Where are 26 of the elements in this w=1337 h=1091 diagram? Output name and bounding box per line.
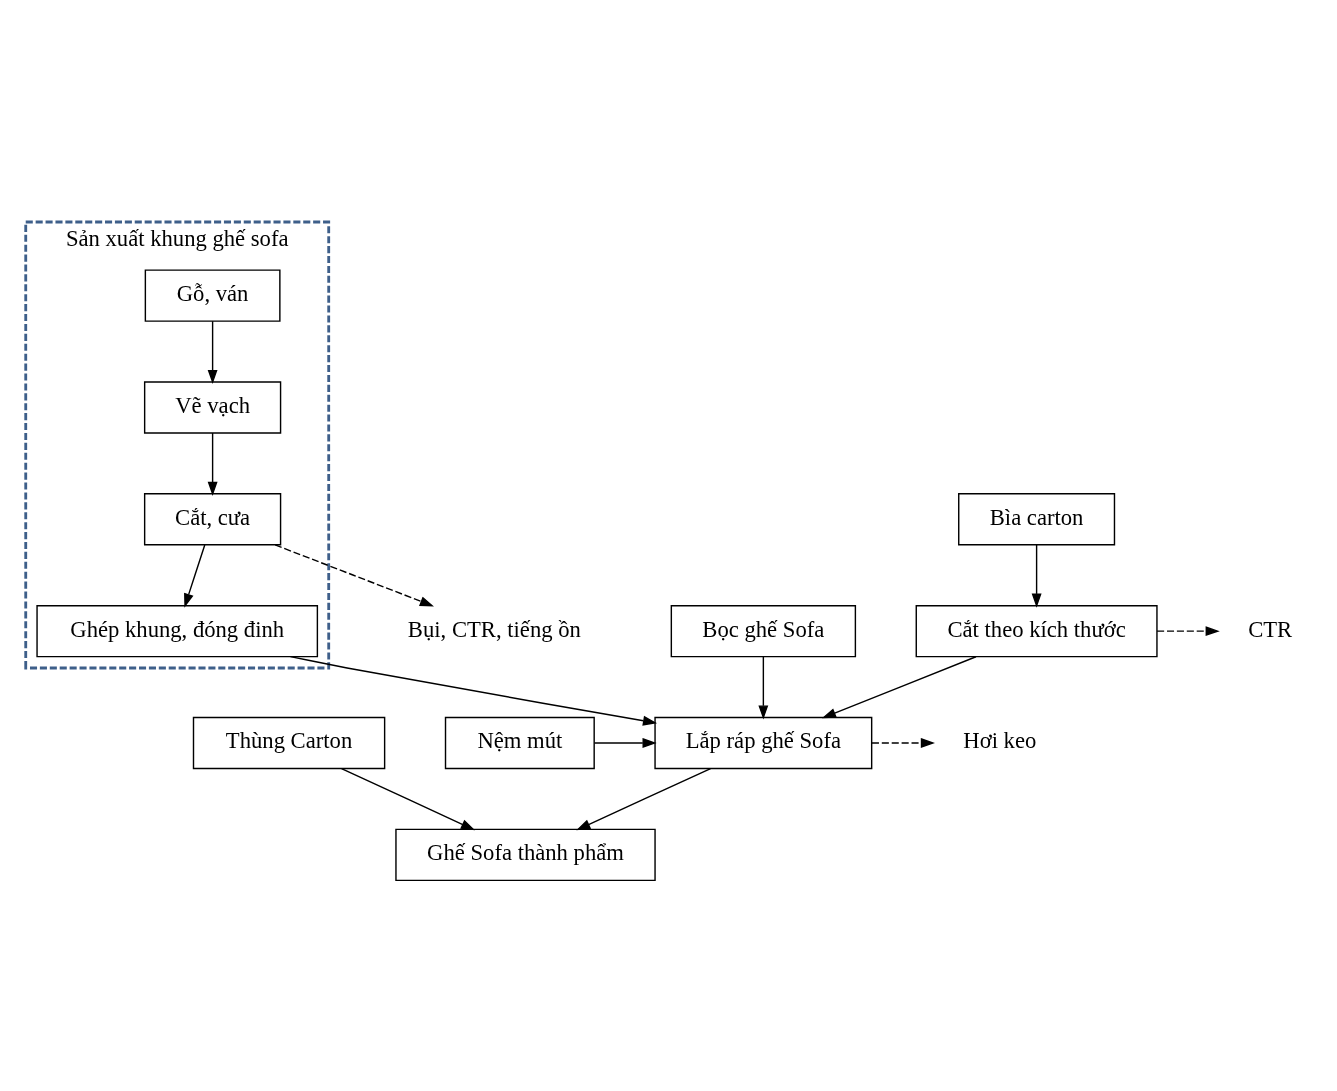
node-box: Ghép khung, đóng đinh: [36, 604, 319, 658]
arrow: [1156, 626, 1220, 637]
arrow: [340, 767, 476, 831]
node-text: Hơi keo: [963, 728, 1037, 754]
node-text: Bụi, CTR, tiếng ồn: [407, 616, 581, 642]
node-box: Bọc ghế Sofa: [670, 604, 857, 658]
arrow: [207, 432, 218, 496]
node-box: Cắt theo kích thước: [915, 604, 1158, 658]
arrow: [207, 320, 218, 385]
arrow: [1031, 544, 1042, 608]
arrow: [184, 544, 206, 608]
node-box: Thùng Carton: [192, 716, 386, 770]
arrow: [821, 656, 977, 719]
arrow: [593, 738, 657, 748]
node-box: Bìa carton: [958, 493, 1116, 546]
node-box: Ghế Sofa thành phẩm: [395, 828, 656, 882]
arrow: [758, 656, 769, 720]
node-box: Nệm mút: [444, 716, 595, 770]
node-box: Cắt, cưa: [143, 493, 282, 546]
node-box: Vẽ vạch: [143, 381, 282, 434]
arrow: [576, 767, 712, 831]
node-box: Lắp ráp ghế Sofa: [654, 716, 873, 770]
arrow: [871, 738, 935, 748]
node-text: CTR: [1248, 616, 1293, 642]
arrow: [274, 544, 434, 607]
node-box: Gỗ, ván: [144, 269, 281, 322]
